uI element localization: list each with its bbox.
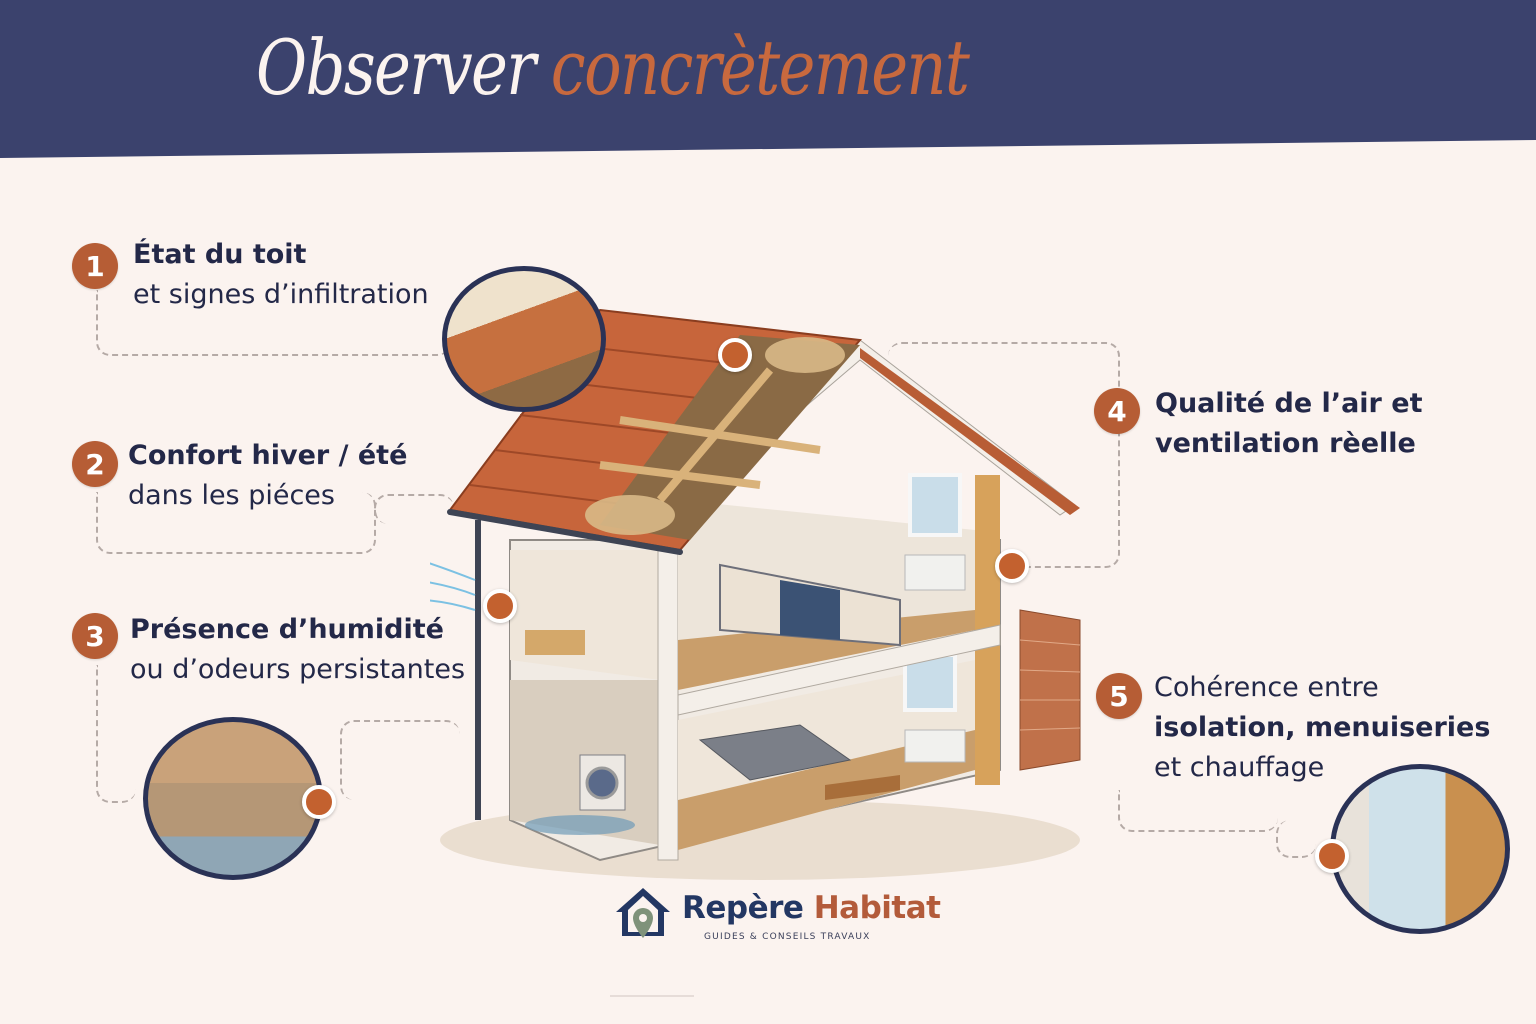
item-air-quality-text: Qualité de l’air et ventilation rèelle: [1155, 384, 1422, 464]
marker-dot-coherence: [1315, 839, 1349, 873]
badge-3: 3: [72, 613, 118, 659]
item-comfort-text: Confort hiver / été dans les piéces: [128, 436, 407, 516]
inset-window-radiator: [1330, 764, 1510, 934]
logo-word-repere: Repère: [682, 890, 804, 926]
connector-5: [1118, 790, 1278, 832]
marker-dot-humidity: [302, 785, 336, 819]
item-coherence-line1: Cohérence entre: [1154, 672, 1379, 703]
footer-divider: [610, 995, 694, 997]
logo-tagline: GUIDES & CONSEILS TRAVAUX: [704, 932, 871, 942]
logo-word-habitat: Habitat: [813, 890, 941, 926]
brand-logo: Repère Habitat GUIDES & CONSEILS TRAVAUX: [612, 880, 941, 950]
connector-1: [96, 290, 451, 356]
badge-1: 1: [72, 243, 118, 289]
connector-5b: [1276, 820, 1316, 858]
inset-basement-humidity: [143, 717, 323, 880]
item-coherence-line3: et chauffage: [1154, 752, 1325, 783]
logo-wordmark: Repère Habitat: [682, 890, 941, 926]
marker-dot-air: [995, 549, 1029, 583]
item-comfort-subtitle: dans les piéces: [128, 480, 335, 511]
connector-2: [96, 492, 376, 554]
house-location-pin-icon: [616, 888, 670, 938]
marker-dot-roof: [718, 338, 752, 372]
connector-3b: [340, 720, 460, 800]
connector-3: [96, 665, 136, 803]
item-roof-title: État du toit: [133, 239, 307, 270]
badge-2: 2: [72, 441, 118, 487]
item-humidity-text: Présence d’humidité ou d’odeurs persista…: [130, 610, 465, 690]
item-humidity-subtitle: ou d’odeurs persistantes: [130, 654, 466, 685]
item-roof-text: État du toit et signes d’infiltration: [133, 235, 429, 315]
title-word-concretement: concrètement: [550, 23, 970, 112]
item-comfort-title: Confort hiver / été: [128, 440, 408, 471]
item-roof-subtitle: et signes d’infiltration: [133, 279, 429, 310]
header-banner: [0, 0, 1536, 158]
item-coherence-line2: isolation, menuiseries: [1154, 712, 1491, 743]
title-word-observer: Observer: [256, 23, 536, 112]
badge-4: 4: [1094, 388, 1140, 434]
marker-dot-comfort: [483, 589, 517, 623]
badge-5: 5: [1096, 673, 1142, 719]
item-coherence-text: Cohérence entre isolation, menuiseries e…: [1154, 668, 1490, 788]
item-air-quality-title: Qualité de l’air et: [1155, 388, 1423, 419]
item-humidity-title: Présence d’humidité: [130, 614, 444, 645]
connector-2b: [374, 494, 454, 524]
item-air-quality-subtitle: ventilation rèelle: [1155, 428, 1416, 459]
inset-roof-infiltration: [442, 266, 606, 412]
house-cutaway-illustration: [430, 308, 1081, 880]
